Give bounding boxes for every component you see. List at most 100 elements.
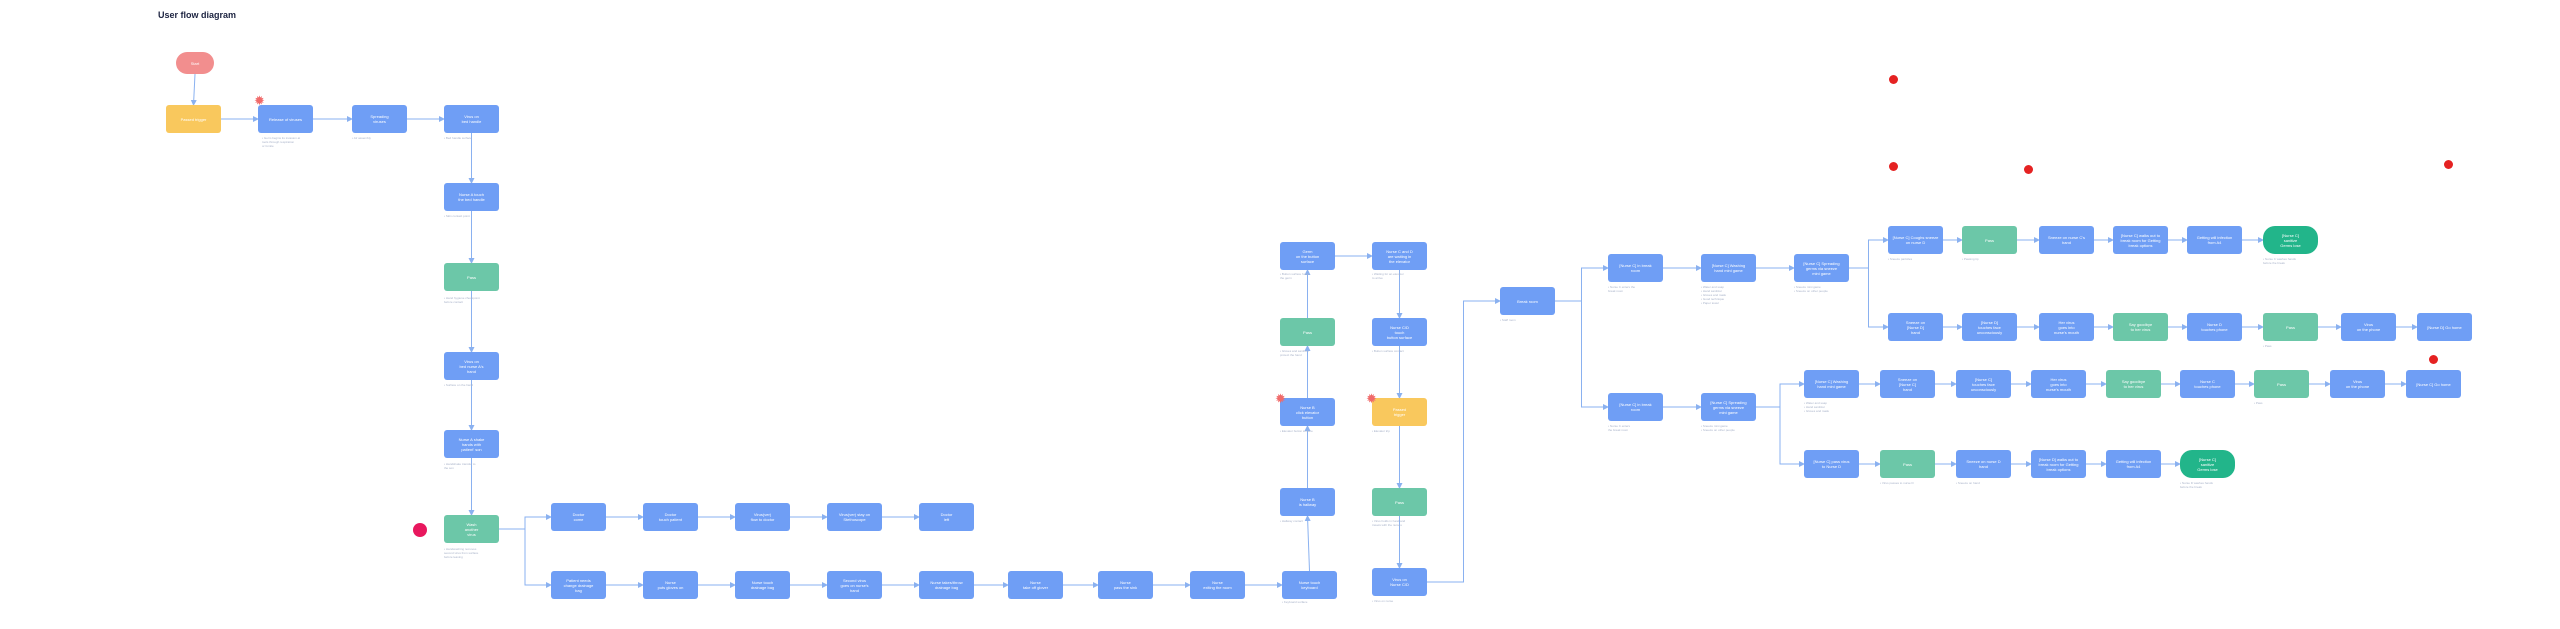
burst-icon: ✹ bbox=[254, 94, 265, 109]
flow-node-n0[interactable]: Start bbox=[176, 52, 214, 74]
flow-note-t29: • Pass bbox=[2254, 401, 2263, 405]
flow-node-n6[interactable]: Pass bbox=[444, 263, 499, 291]
flow-node-n13[interactable]: Virus(ver) stay on Stethoscope bbox=[827, 503, 882, 531]
flow-node-n52[interactable]: [Nurse C] Spreading germs via sneeze min… bbox=[1701, 393, 1756, 421]
flow-note-t23: • Passing tip bbox=[1962, 257, 1979, 261]
flow-node-n65[interactable]: [Nurse D] walks out to break room for Ge… bbox=[2031, 450, 2086, 478]
flow-node-n15[interactable]: Patient needs change drainage bag bbox=[551, 571, 606, 599]
flow-node-n21[interactable]: Nurse pass the sink bbox=[1098, 571, 1153, 599]
flow-node-n37[interactable]: [Nurse C] Coughs sneeze on nurse D bbox=[1888, 226, 1943, 254]
flow-node-n60[interactable]: Virus on the phone bbox=[2330, 370, 2385, 398]
flow-note-t12: • Button surface holds the germ bbox=[1280, 272, 1310, 280]
flow-note-t27: • Sneeze mini game • Sneeze on other peo… bbox=[1701, 424, 1735, 432]
flow-node-n35[interactable]: [Nurse C] Washing hand mini game bbox=[1701, 254, 1756, 282]
flow-node-n30[interactable]: Passed trigger bbox=[1372, 398, 1427, 426]
flow-note-t32: • Nurse D washes hands before the break bbox=[2180, 481, 2213, 489]
connector-n33-n51 bbox=[1555, 300, 1609, 410]
flow-note-t15: • Elevator trip bbox=[1372, 429, 1390, 433]
flow-node-n12[interactable]: Virus(ver) flow to doctor bbox=[735, 503, 790, 531]
flow-node-n39[interactable]: Sneeze on nurse C's hand bbox=[2039, 226, 2094, 254]
flow-node-n11[interactable]: Doctor touch patient bbox=[643, 503, 698, 531]
flow-node-n23[interactable]: Nurse touch keyboard bbox=[1282, 571, 1337, 599]
flow-node-n4[interactable]: Virus on bed handle bbox=[444, 105, 499, 133]
flow-node-n62[interactable]: [Nurse C] pass virus to Nurse D bbox=[1804, 450, 1859, 478]
flow-node-n9[interactable]: Wash another virus bbox=[444, 515, 499, 543]
flow-node-n66[interactable]: Getting will infection from A4 bbox=[2106, 450, 2161, 478]
flow-note-t28: • Water and soap • Hand sanitizer • Glov… bbox=[1804, 401, 1830, 413]
connector-n36-n43 bbox=[1849, 267, 1889, 330]
flow-node-n7[interactable]: Virus on bed nurse A's hand bbox=[444, 352, 499, 380]
flow-node-n22[interactable]: Nurse exiting the room bbox=[1190, 571, 1245, 599]
flow-node-n29[interactable]: Nurse C/D touch button surface bbox=[1372, 318, 1427, 346]
flow-node-n47[interactable]: Nurse D touches phone bbox=[2187, 313, 2242, 341]
flow-node-n63[interactable]: Pass bbox=[1880, 450, 1935, 478]
flow-node-n50[interactable]: [Nurse D] Go home bbox=[2417, 313, 2472, 341]
flow-node-n46[interactable]: Say goodbye to her virus bbox=[2113, 313, 2168, 341]
flow-note-t11: • Gloves and sanitizer protect the hand bbox=[1280, 349, 1310, 357]
flow-node-n61[interactable]: [Nurse C] Go home bbox=[2406, 370, 2461, 398]
flow-note-t30: • Virus passes to nurse D bbox=[1880, 481, 1914, 485]
flow-node-n19[interactable]: Nurse takes/throw drainage bag bbox=[919, 571, 974, 599]
connector-n33-n34 bbox=[1555, 265, 1609, 302]
flow-note-t5: • Surface on the hand bbox=[444, 383, 473, 387]
flow-node-n18[interactable]: Second virus goes on nurse's hand bbox=[827, 571, 882, 599]
flow-node-n10[interactable]: Doctor come bbox=[551, 503, 606, 531]
flow-node-n28[interactable]: Nurse C and D are waiting in the elevato… bbox=[1372, 242, 1427, 270]
flow-node-n38[interactable]: Pass bbox=[1962, 226, 2017, 254]
flow-node-n31[interactable]: Pass bbox=[1372, 488, 1427, 516]
flow-note-t20: • Water and soap • Hand sanitizer • Glov… bbox=[1701, 285, 1727, 305]
flow-note-t10: • Elevator button surface bbox=[1280, 429, 1313, 433]
flow-node-n20[interactable]: Nurse take off glover bbox=[1008, 571, 1063, 599]
flow-node-n33[interactable]: Break room bbox=[1500, 287, 1555, 315]
flow-node-n5[interactable]: Nurse A touch the bed handle bbox=[444, 183, 499, 211]
connector-n23-n24 bbox=[1304, 515, 1311, 572]
connector-n36-n37 bbox=[1849, 237, 1889, 269]
flow-node-n24[interactable]: Nurse B is hallway bbox=[1280, 488, 1335, 516]
connector-lines bbox=[190, 73, 2418, 588]
flow-node-n41[interactable]: Getting will infection from A4 bbox=[2187, 226, 2242, 254]
flow-node-n64[interactable]: Sneeze on nurse D hand bbox=[1956, 450, 2011, 478]
flow-node-n3[interactable]: Spreading viruses bbox=[352, 105, 407, 133]
flow-note-t3: • Skin contact point bbox=[444, 214, 470, 218]
flow-note-t6: • Handshake transfer to the son bbox=[444, 462, 476, 470]
flow-node-n45[interactable]: Her virus goes into nurse's mouth bbox=[2039, 313, 2094, 341]
flow-node-n59[interactable]: Pass bbox=[2254, 370, 2309, 398]
flow-node-n56[interactable]: Her virus goes into nurse's mouth bbox=[2031, 370, 2086, 398]
flow-node-n53[interactable]: [Nurse C] Washing hand mini game bbox=[1804, 370, 1859, 398]
connector-n52-n62 bbox=[1756, 406, 1805, 467]
flow-node-n49[interactable]: Virus on the phone bbox=[2341, 313, 2396, 341]
flow-node-n57[interactable]: Say goodbye to her virus bbox=[2106, 370, 2161, 398]
flow-node-n55[interactable]: [Nurse C] touches face unconsciously bbox=[1956, 370, 2011, 398]
flow-node-n32[interactable]: Virus on Nurse C/D bbox=[1372, 568, 1427, 596]
flow-node-n48[interactable]: Pass bbox=[2263, 313, 2318, 341]
flow-node-n42[interactable]: [Nurse C] sanitize Germs lose bbox=[2263, 226, 2318, 254]
flow-node-n1[interactable]: Passed trigger bbox=[166, 105, 221, 133]
flow-node-n51[interactable]: [Nurse C] in break room bbox=[1608, 393, 1663, 421]
connector-n52-n53 bbox=[1756, 381, 1805, 408]
red-marker bbox=[2429, 355, 2438, 364]
flow-note-t8: • Keyboard surface bbox=[1282, 600, 1308, 604]
flow-note-t31: • Sneeze on hand bbox=[1956, 481, 1980, 485]
flow-node-n58[interactable]: Nurse C touches phone bbox=[2180, 370, 2235, 398]
flow-node-n54[interactable]: Sneeze on [Nurse C] hand bbox=[1880, 370, 1935, 398]
red-marker bbox=[1889, 162, 1898, 171]
flow-node-n34[interactable]: [Nurse C] in break room bbox=[1608, 254, 1663, 282]
flow-node-n16[interactable]: Nurse puts gloves on bbox=[643, 571, 698, 599]
flow-node-n8[interactable]: Nurse A shake hands with patient' son bbox=[444, 430, 499, 458]
flow-node-n26[interactable]: Pass bbox=[1280, 318, 1335, 346]
flow-note-t0: • Germ begins its invasion at tools thro… bbox=[262, 136, 301, 148]
flow-node-n14[interactable]: Doctor left bbox=[919, 503, 974, 531]
flow-node-n27[interactable]: Germ on the button surface bbox=[1280, 242, 1335, 270]
flow-node-n36[interactable]: [Nurse C] Spreading germs via sneeze min… bbox=[1794, 254, 1849, 282]
red-marker bbox=[1889, 75, 1898, 84]
flow-node-n43[interactable]: Sneeze on [Nurse D] hand bbox=[1888, 313, 1943, 341]
flow-node-n44[interactable]: [Nurse D] touches face unconsciously bbox=[1962, 313, 2017, 341]
flow-node-n2[interactable]: Release of viruses bbox=[258, 105, 313, 133]
flow-node-n17[interactable]: Nurse touch drainage bag bbox=[735, 571, 790, 599]
flow-node-n25[interactable]: Nurse B click elevator button bbox=[1280, 398, 1335, 426]
page-title: User flow diagram bbox=[158, 10, 237, 20]
red-marker bbox=[2444, 160, 2453, 169]
flow-node-n40[interactable]: [Nurse C] walks out to break room for Ge… bbox=[2113, 226, 2168, 254]
flow-node-n67[interactable]: [Nurse C] sanitize Germs lose bbox=[2180, 450, 2235, 478]
